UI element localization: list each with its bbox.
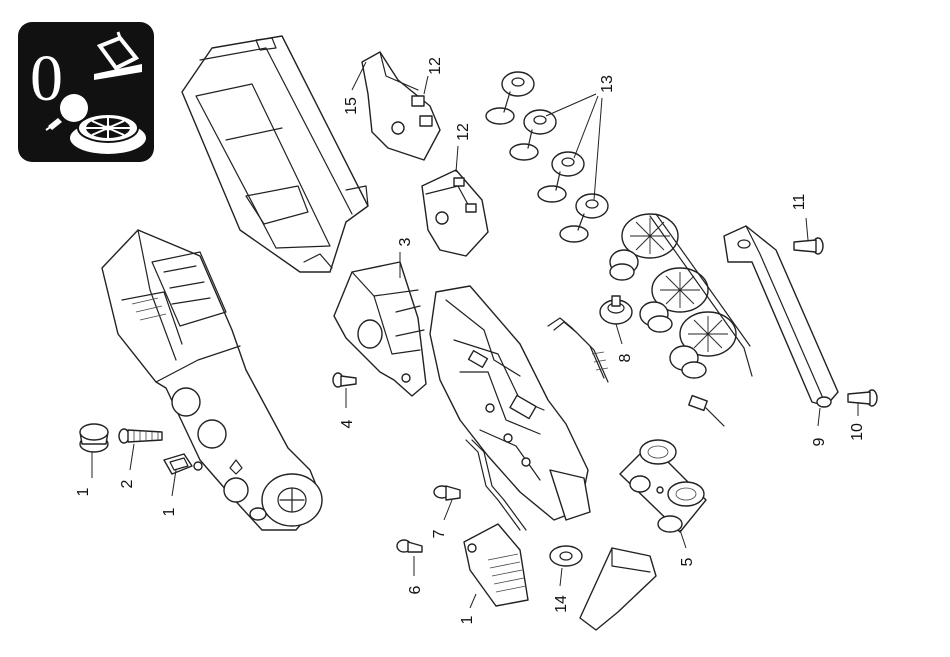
part-screw-7 bbox=[434, 486, 460, 500]
part-screw-6 bbox=[397, 540, 422, 552]
callout-12b: 12 bbox=[455, 123, 472, 141]
callout-7: 7 bbox=[431, 529, 448, 538]
part-pony-truck bbox=[620, 440, 706, 532]
callout-9: 9 bbox=[811, 437, 828, 446]
callout-1c: 1 bbox=[459, 615, 476, 624]
part-small-pin bbox=[689, 396, 724, 426]
part-cab-housing bbox=[334, 262, 426, 396]
callout-1b: 1 bbox=[161, 507, 178, 516]
part-pickup-shoe bbox=[464, 524, 528, 606]
part-linkage-rod bbox=[548, 318, 608, 382]
callout-8: 8 bbox=[617, 353, 634, 362]
part-bracket bbox=[580, 548, 656, 630]
callout-10: 10 bbox=[849, 423, 866, 441]
callout-1a: 1 bbox=[75, 487, 92, 496]
part-loop-clip bbox=[164, 454, 202, 474]
part-dome-cap bbox=[80, 424, 108, 452]
callout-13: 13 bbox=[599, 75, 616, 93]
callout-2: 2 bbox=[119, 479, 136, 488]
part-single-wheel bbox=[600, 296, 632, 324]
callout-3: 3 bbox=[397, 237, 414, 246]
part-small-screw-4 bbox=[333, 373, 356, 387]
callout-5: 5 bbox=[679, 557, 696, 566]
callout-14: 14 bbox=[553, 595, 570, 613]
part-washer bbox=[550, 546, 582, 566]
part-pin-11 bbox=[794, 238, 823, 254]
callout-6: 6 bbox=[407, 585, 424, 594]
part-coupler-lower bbox=[422, 170, 488, 256]
callout-11: 11 bbox=[791, 194, 808, 211]
part-wheelsets bbox=[486, 72, 608, 242]
callout-4: 4 bbox=[339, 419, 356, 428]
callout-12a: 12 bbox=[427, 57, 444, 75]
badge-digit: 0 bbox=[30, 42, 63, 115]
tender-shell bbox=[182, 36, 368, 272]
part-screw bbox=[119, 429, 162, 443]
service-badge: 0 bbox=[18, 22, 154, 162]
chassis-frame bbox=[430, 286, 590, 520]
callout-15: 15 bbox=[343, 97, 360, 115]
part-pin-10 bbox=[848, 390, 877, 406]
